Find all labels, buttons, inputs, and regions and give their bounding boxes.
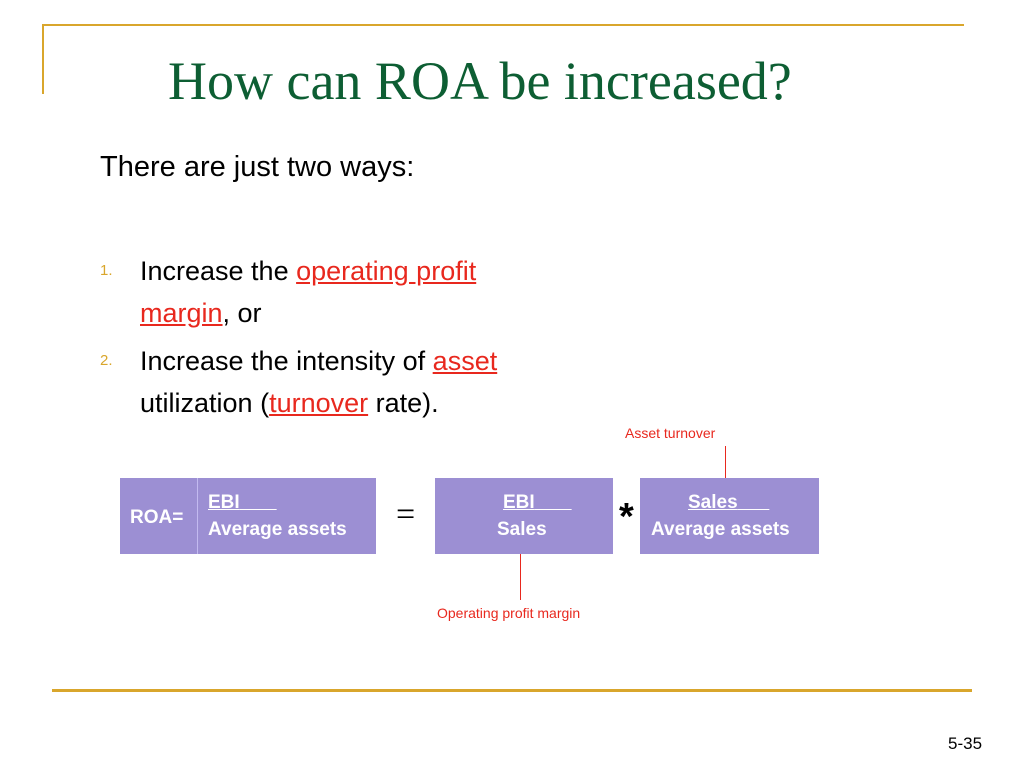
margin-box: EBI Sales [435,478,613,554]
list-number-2: 2. [100,352,113,369]
item-2-tail: rate). [368,388,439,418]
roa-numerator: EBI [208,492,277,514]
roa-denominator: Average assets [208,519,347,540]
turnover-denominator: Average assets [651,519,790,540]
equals-sign: = [396,496,416,533]
frame-left-rule [42,24,44,94]
page-number: 5-35 [948,734,983,753]
margin-denominator: Sales [497,519,547,540]
frame-bottom-rule [52,689,972,692]
operating-profit-margin-label: Operating profit margin [437,605,581,621]
intro-text: There are just two ways: [100,151,415,183]
margin-numerator-text: EBI [503,492,535,513]
multiply-sign: * [619,496,634,538]
frame-top-rule [42,24,964,26]
item-2-highlight-turnover: turnover [269,388,369,418]
margin-connector [520,554,521,600]
margin-numerator: EBI [503,492,572,514]
turnover-box: Sales Average assets [640,478,819,554]
list-text-2: Increase the intensity of asset utilizat… [140,340,510,424]
item-1-tail: , or [222,298,262,328]
list-text-1: Increase the operating profit margin, or [140,250,500,334]
roa-box-divider [197,478,198,554]
roa-box: ROA= EBI Average assets [120,478,376,554]
item-2-lead: Increase the intensity of [140,346,433,376]
list-number-1: 1. [100,262,113,279]
asset-turnover-label: Asset turnover [625,425,716,441]
item-1-lead: Increase the [140,256,297,286]
asset-turnover-connector [725,446,726,478]
turnover-numerator-text: Sales [688,492,738,513]
item-1-highlight: operating profit margin [140,256,477,328]
roa-label: ROA= [130,507,184,528]
roa-numerator-text: EBI [208,492,240,513]
item-2-highlight-asset: asset [432,346,498,376]
item-2-mid: utilization ( [140,388,270,418]
turnover-numerator: Sales [688,492,769,514]
slide-title: How can ROA be increased? [168,51,792,111]
